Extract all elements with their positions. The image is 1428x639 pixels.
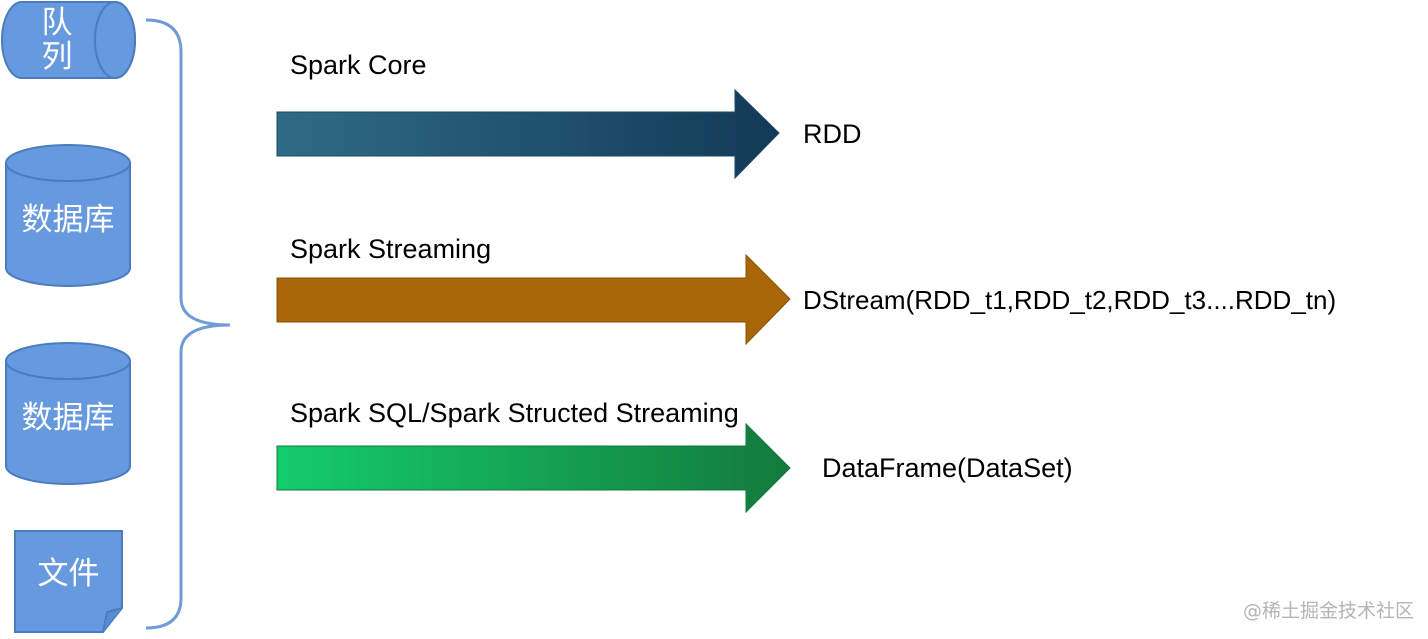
database-cylinder-icon-1 xyxy=(5,144,131,287)
queue-label: 队列 xyxy=(41,5,73,76)
spark-sql-arrow xyxy=(276,422,791,514)
spark-core-arrow xyxy=(276,88,780,180)
spark-core-label: Spark Core xyxy=(290,50,427,80)
database-cylinder-icon-2 xyxy=(5,342,131,485)
spark-streaming-arrow xyxy=(276,253,791,346)
file-label: 文件 xyxy=(37,556,100,592)
watermark: @稀土掘金技术社区 xyxy=(1242,600,1414,622)
file-document-icon xyxy=(14,530,123,633)
queue-cylinder-icon xyxy=(1,1,136,79)
rdd-output-label: RDD xyxy=(803,119,862,149)
dstream-output-label: DStream(RDD_t1,RDD_t2,RDD_t3....RDD_tn) xyxy=(803,285,1337,315)
spark-sql-label: Spark SQL/Spark Structed Streaming xyxy=(290,398,739,428)
database-label-2: 数据库 xyxy=(21,400,115,436)
database-label-1: 数据库 xyxy=(21,202,115,238)
spark-streaming-label: Spark Streaming xyxy=(290,234,492,264)
grouping-brace xyxy=(145,18,231,630)
dataframe-output-label: DataFrame(DataSet) xyxy=(822,453,1073,483)
